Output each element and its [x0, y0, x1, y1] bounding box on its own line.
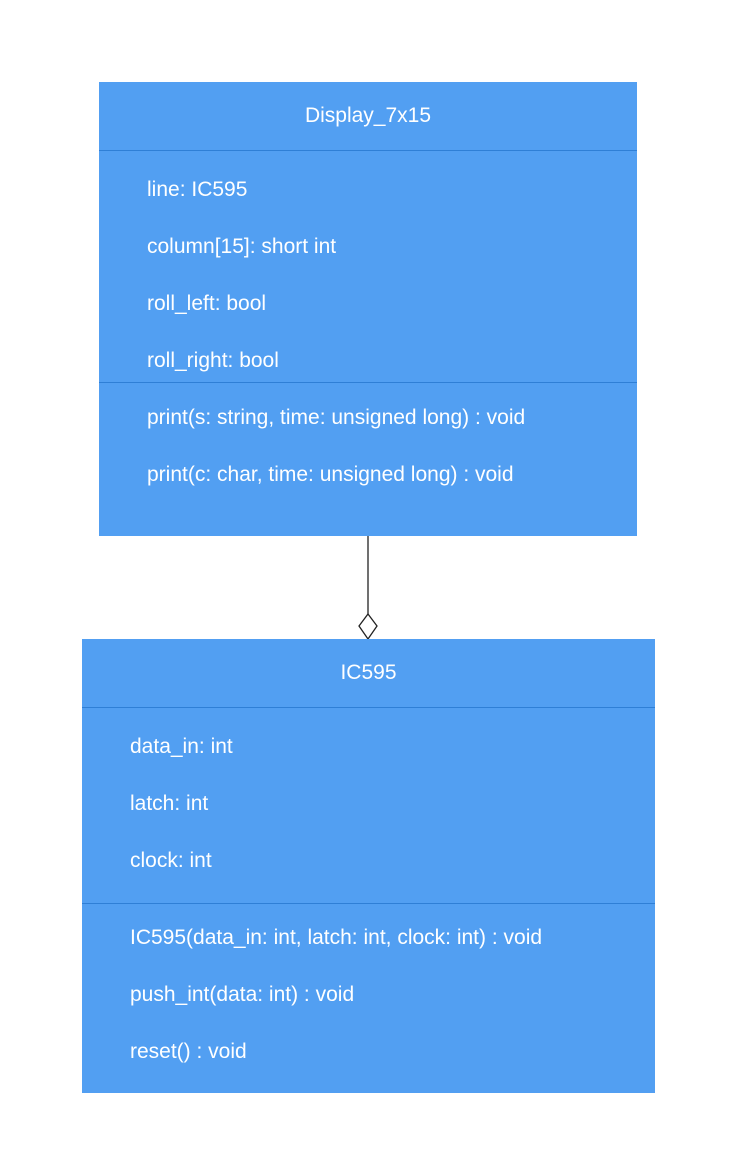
attributes-compartment: data_in: int latch: int clock: int [82, 708, 655, 904]
operation-push-int: push_int(data: int) : void [130, 983, 355, 1006]
class-display-7x15[interactable]: Display_7x15 line: IC595 column[15]: sho… [99, 82, 637, 536]
class-name: Display_7x15 [99, 82, 637, 151]
attribute-clock: clock: int [130, 849, 212, 872]
operations-compartment: IC595(data_in: int, latch: int, clock: i… [82, 904, 655, 1090]
attributes-compartment: line: IC595 column[15]: short int roll_l… [99, 151, 637, 383]
operations-compartment: print(s: string, time: unsigned long) : … [99, 383, 637, 513]
attribute-data-in: data_in: int [130, 735, 233, 758]
operation-reset: reset() : void [130, 1040, 247, 1063]
operation-print-string: print(s: string, time: unsigned long) : … [147, 406, 526, 429]
attribute-line: line: IC595 [147, 178, 248, 201]
attribute-latch: latch: int [130, 792, 209, 815]
class-name: IC595 [82, 639, 655, 708]
operation-print-char: print(c: char, time: unsigned long) : vo… [147, 463, 514, 486]
attribute-roll-left: roll_left: bool [147, 292, 267, 315]
attribute-roll-right: roll_right: bool [147, 349, 279, 372]
aggregation-diamond-icon [358, 612, 378, 641]
class-ic595[interactable]: IC595 data_in: int latch: int clock: int… [82, 639, 655, 1093]
operation-constructor: IC595(data_in: int, latch: int, clock: i… [130, 926, 543, 949]
attribute-column: column[15]: short int [147, 235, 337, 258]
